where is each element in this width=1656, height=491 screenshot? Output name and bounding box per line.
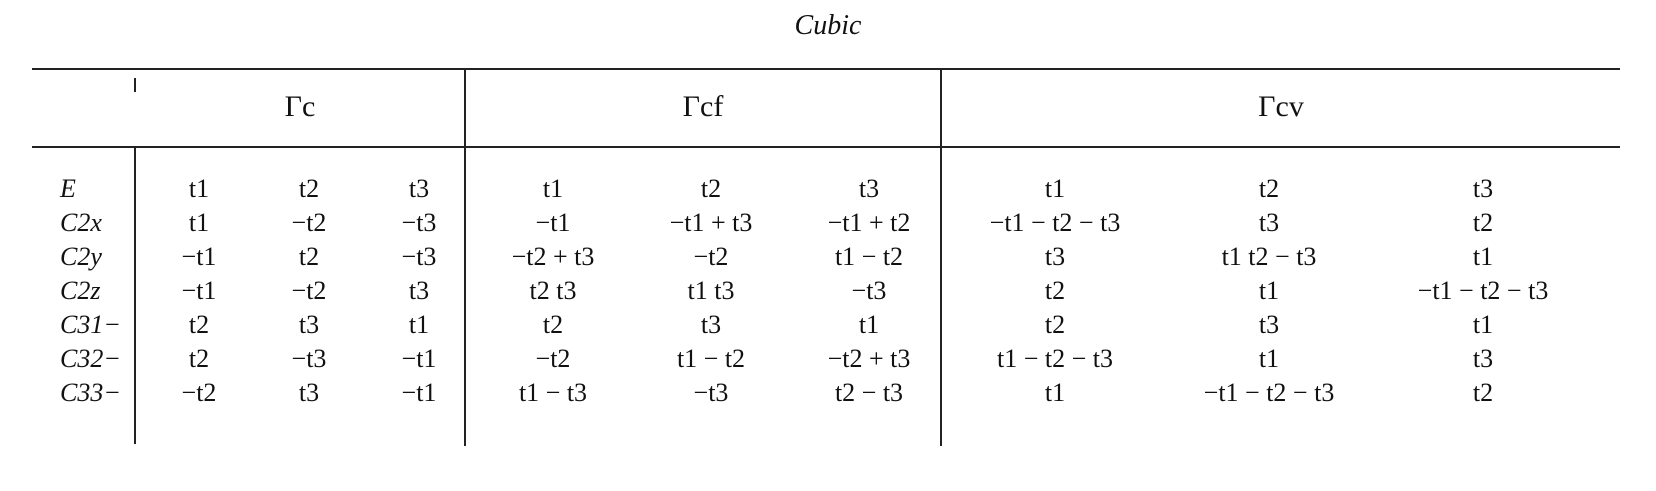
table-cell: −t2 (693, 242, 729, 271)
table-cell: t2 − t3 (834, 378, 904, 407)
table-cell: t1 (1258, 344, 1280, 373)
operation-label: C2y (60, 242, 102, 271)
table-row: C31− t2 t3 t1 t2 t3 t1 t2 t3 t1 (50, 308, 1590, 342)
group-header-3: Γcv (1258, 90, 1304, 123)
table-cell: t2 t3 (529, 276, 577, 305)
table-row: C2z −t1 −t2 t3 t2 t3 t1 t3 −t3 t2 t1 −t1 − t2 − t… (50, 274, 1590, 308)
table-cell: t1 t3 (687, 276, 735, 305)
table-cell: t3 (858, 174, 880, 203)
table-cell: t3 (298, 378, 320, 407)
table-caption: Cubic (794, 10, 862, 41)
table-cell: t1 − t3 (518, 378, 588, 407)
table-cell: t1 − t2 (676, 344, 746, 373)
table-cell: t2 (1044, 276, 1066, 305)
group-divider-1 (464, 68, 466, 446)
table-cell: t2 (700, 174, 722, 203)
table-cell: −t2 (535, 344, 571, 373)
table-cell: t1 t2 − t3 (1221, 242, 1317, 271)
table-cell: t1 (1044, 378, 1066, 407)
table-cell: −t2 (291, 208, 327, 237)
operation-label: C33− (60, 378, 121, 407)
table-cell: t1 − t2 (834, 242, 904, 271)
operation-label: C2x (60, 208, 102, 237)
table-cell: −t2 + t3 (511, 242, 595, 271)
table-cell: t3 (1044, 242, 1066, 271)
group-divider-2 (940, 68, 942, 446)
table-cell: −t1 − t2 − t3 (1203, 378, 1335, 407)
table-cell: −t1 (181, 276, 217, 305)
table-cell: t3 (1472, 174, 1494, 203)
table-cell: t1 (408, 310, 430, 339)
table-row: C2x t1 −t2 −t3 −t1 −t1 + t3 −t1 + t2 −t1 − t2 −… (50, 206, 1590, 240)
table-cell: −t3 (401, 208, 437, 237)
table-cell: t1 (1472, 310, 1494, 339)
table-cell: t3 (1258, 208, 1280, 237)
operation-label: E (60, 174, 76, 203)
table-cell: −t3 (401, 242, 437, 271)
table-cell: −t1 (181, 242, 217, 271)
table-cell: t3 (700, 310, 722, 339)
table-cell: t3 (1258, 310, 1280, 339)
table-cell: −t1 + t3 (669, 208, 753, 237)
table-cell: t3 (298, 310, 320, 339)
table-cell: −t1 − t2 − t3 (1417, 276, 1549, 305)
table-cell: t1 − t2 − t3 (997, 344, 1113, 373)
table-cell: −t1 (535, 208, 571, 237)
operation-label: C32− (60, 344, 121, 373)
table-cell: t3 (408, 276, 430, 305)
table-cell: t2 (1472, 378, 1494, 407)
table-cell: t1 (542, 174, 564, 203)
table-cell: t2 (188, 310, 210, 339)
table-cell: t2 (542, 310, 564, 339)
header-tick (134, 78, 136, 92)
table-cell: −t2 + t3 (827, 344, 911, 373)
table-cell: t2 (188, 344, 210, 373)
top-rule (32, 68, 1620, 70)
table-cell: t1 (1258, 276, 1280, 305)
operation-label: C31− (60, 310, 121, 339)
table-cell: t1 (858, 310, 880, 339)
header-rule (32, 146, 1620, 148)
group-header-2: Γcf (682, 90, 724, 123)
table-cell: −t1 (401, 378, 437, 407)
table-cell: t2 (298, 242, 320, 271)
group-header-1: Γc (284, 90, 316, 123)
table-cell: −t3 (291, 344, 327, 373)
table-cell: t3 (408, 174, 430, 203)
table-cell: t2 (1044, 310, 1066, 339)
table-cell: t1 (188, 208, 210, 237)
table-cell: t3 (1472, 344, 1494, 373)
operation-label: C2z (60, 276, 101, 305)
table-cell: −t2 (181, 378, 217, 407)
table-cell: −t3 (693, 378, 729, 407)
table-cell: −t1 + t2 (827, 208, 911, 237)
table-cell: t2 (1258, 174, 1280, 203)
table-row: C2y −t1 t2 −t3 −t2 + t3 −t2 t1 − t2 t3 t1 t2 − t… (50, 240, 1590, 274)
table-cell: −t1 (401, 344, 437, 373)
table-cell: t1 (188, 174, 210, 203)
table-row: C32− t2 −t3 −t1 −t2 t1 − t2 −t2 + t3 t1 − t2 − … (50, 342, 1590, 376)
table-cell: −t1 − t2 − t3 (989, 208, 1121, 237)
table-cell: t2 (1472, 208, 1494, 237)
operator-divider (134, 146, 136, 444)
table-row: C33− −t2 t3 −t1 t1 − t3 −t3 t2 − t3 t1 −t1 − t2 … (50, 376, 1590, 410)
table-cell: t1 (1472, 242, 1494, 271)
table-cell: −t2 (291, 276, 327, 305)
table-cell: t1 (1044, 174, 1066, 203)
table-cell: −t3 (851, 276, 887, 305)
table-cell: t2 (298, 174, 320, 203)
